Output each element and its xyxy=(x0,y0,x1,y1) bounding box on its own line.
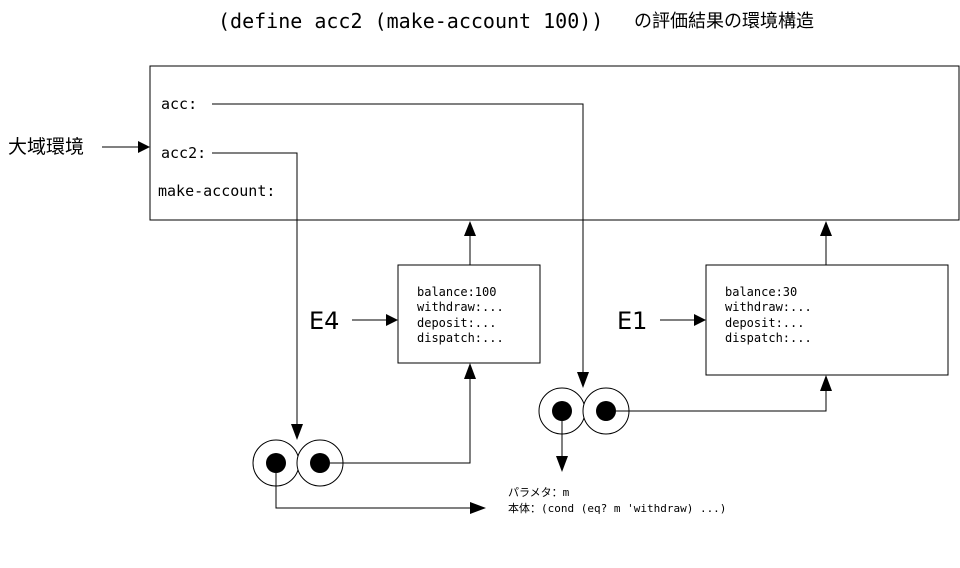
acc2-code-arrow xyxy=(275,473,486,514)
frame-e1-line-4: dispatch:... xyxy=(725,331,812,345)
procedure-env-dot xyxy=(596,401,616,421)
acc2-env-arrow xyxy=(330,363,476,464)
frame-e1-line-2: withdraw:... xyxy=(725,300,812,314)
frame-e4-label: E4 xyxy=(309,307,339,335)
procedure-env-dot xyxy=(310,453,330,473)
acc-binding-arrow xyxy=(212,103,589,388)
global-env-label: 大域環境 xyxy=(8,136,84,158)
frame-e1-line-1: balance:30 xyxy=(725,285,797,299)
acc-env-arrow xyxy=(616,375,832,412)
e4-pointer-arrow xyxy=(352,314,398,326)
procedure-body: 本体：(cond (eq? m 'withdraw) ...) xyxy=(508,501,726,515)
acc2-binding-arrow xyxy=(212,152,303,440)
global-env-pointer-arrow xyxy=(102,141,150,153)
e4-parent-arrow xyxy=(464,221,476,265)
frame-e4-line-1: balance:100 xyxy=(417,285,496,299)
title-code: (define acc2 (make-account 100)) xyxy=(218,9,603,33)
frame-e4-box xyxy=(397,264,541,364)
title-suffix: の評価結果の環境構造 xyxy=(634,11,814,32)
global-environment-box xyxy=(149,65,960,221)
frame-e4-line-2: withdraw:... xyxy=(417,300,504,314)
e1-parent-arrow xyxy=(820,221,832,265)
binding-make-account: make-account: xyxy=(158,182,275,200)
procedure-object-acc2 xyxy=(252,439,344,487)
acc-code-arrow xyxy=(556,421,568,472)
e1-pointer-arrow xyxy=(660,314,706,326)
procedure-code-dot xyxy=(552,401,572,421)
procedure-params: パラメタ：m xyxy=(508,486,570,499)
binding-acc: acc: xyxy=(161,95,197,113)
procedure-code-dot xyxy=(266,453,286,473)
binding-acc2: acc2: xyxy=(161,144,206,162)
frame-e1-label: E1 xyxy=(617,307,647,335)
frame-e4-line-3: deposit:... xyxy=(417,316,496,330)
frame-e1-box xyxy=(705,264,949,376)
frame-e1-line-3: deposit:... xyxy=(725,316,804,330)
frame-e4-line-4: dispatch:... xyxy=(417,331,504,345)
procedure-object-acc xyxy=(538,387,630,435)
